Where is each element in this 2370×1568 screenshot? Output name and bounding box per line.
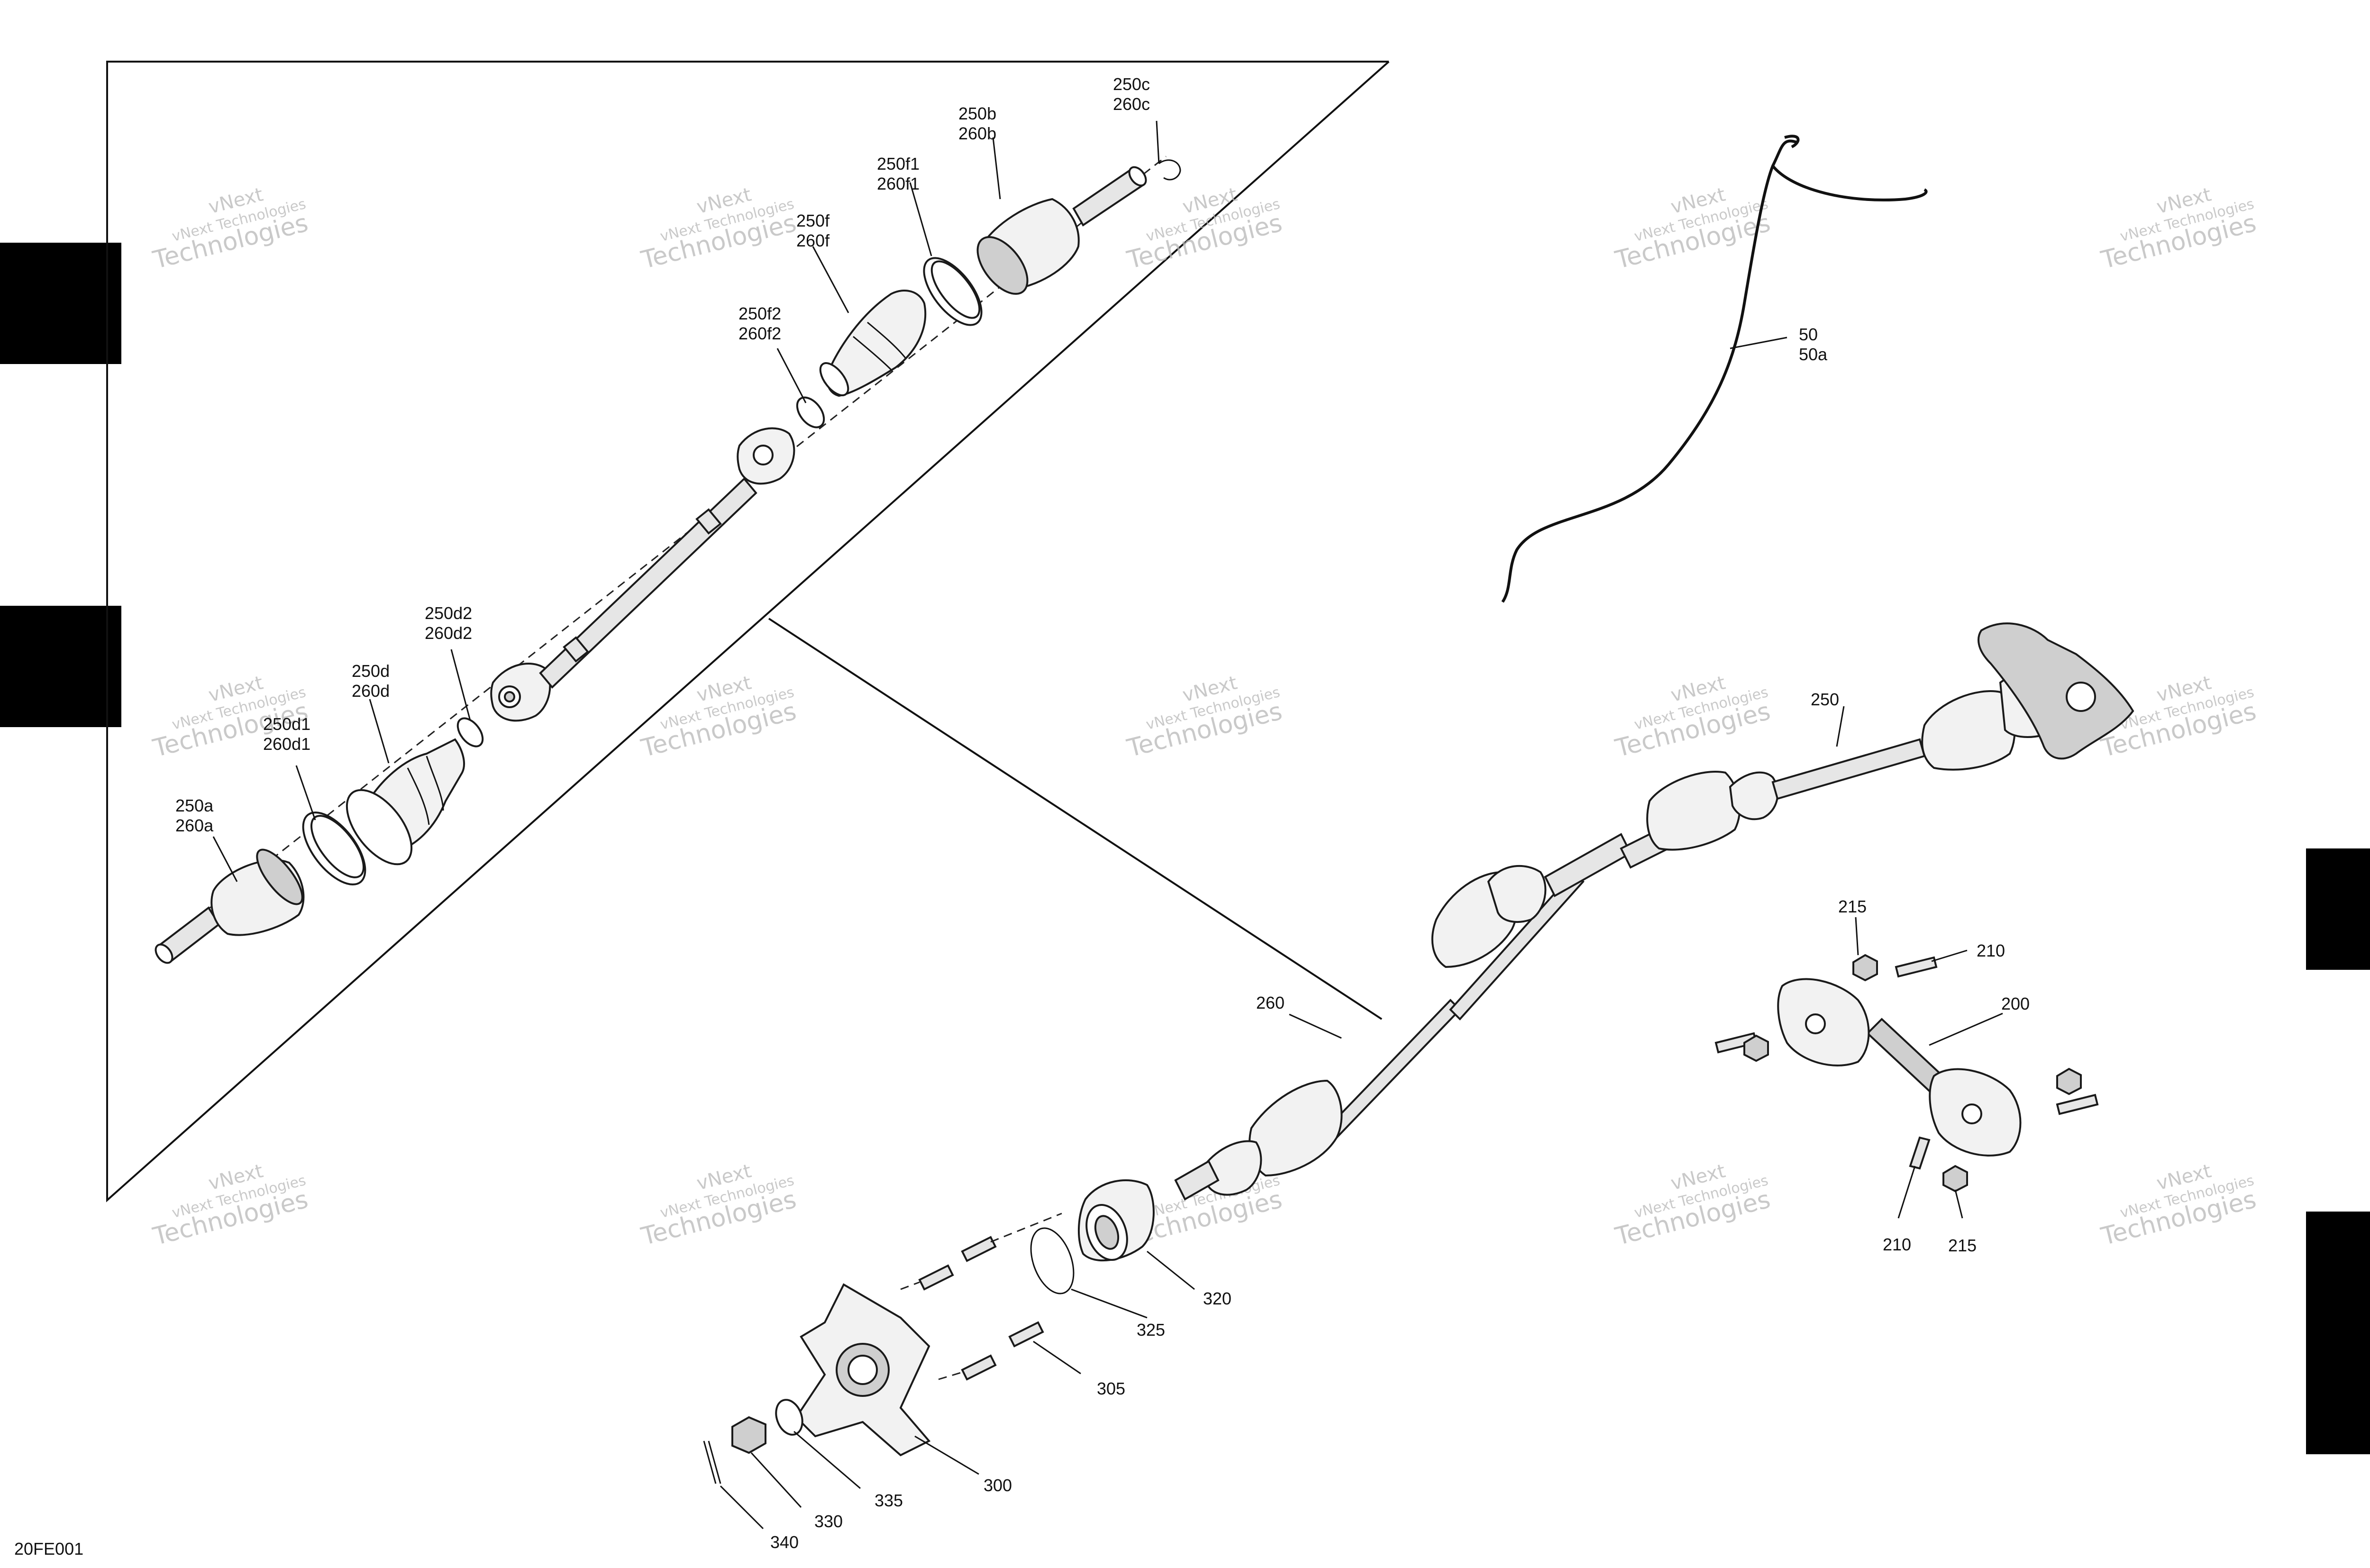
callout-215-bottom: 215	[1948, 1236, 1977, 1255]
callout-260: 260	[1256, 993, 1285, 1012]
diagram-code: 20FE001	[14, 1539, 83, 1559]
part-250a-inner-joint	[155, 848, 305, 964]
part-305-stud	[961, 1354, 997, 1381]
callout-260f2: 260f2	[738, 324, 781, 343]
part-outer-cage	[737, 427, 795, 485]
callout-250a: 250a	[175, 796, 214, 815]
part-250c-circlip	[1158, 159, 1181, 181]
part-upper-hub	[1978, 622, 2134, 760]
part-250f2-clamp	[796, 396, 825, 428]
part-250f-boot	[819, 289, 927, 397]
right-tab-bottom	[2306, 1212, 2370, 1454]
callout-260d: 260d	[352, 681, 390, 701]
callout-250f: 250f	[796, 211, 830, 230]
callout-335: 335	[875, 1491, 903, 1510]
part-215-nut	[1743, 1034, 1769, 1062]
callout-250f1: 250f1	[877, 154, 920, 173]
callout-250c: 250c	[1113, 74, 1150, 94]
callout-250d1: 250d1	[263, 714, 310, 734]
callout-320: 320	[1203, 1289, 1231, 1308]
callout-250d2: 250d2	[425, 603, 472, 623]
part-215-nut	[1942, 1165, 1968, 1193]
part-250d-boot	[346, 738, 465, 866]
part-215-nut	[1852, 954, 1878, 982]
part-335-washer	[775, 1399, 803, 1436]
callout-260d1: 260d1	[263, 734, 310, 754]
callout-250: 250	[1811, 690, 1839, 709]
part-330-nut	[731, 1416, 766, 1454]
callout-260c: 260c	[1113, 94, 1150, 114]
callout-260a: 260a	[175, 816, 214, 835]
callout-325: 325	[1137, 1320, 1165, 1340]
left-tab-bottom	[0, 606, 121, 727]
callout-250b: 250b	[958, 104, 996, 123]
part-210-bolt	[1895, 956, 1938, 978]
callout-210-bottom: 210	[1883, 1235, 1911, 1254]
exploded-cv-axle	[155, 155, 1181, 964]
callout-330: 330	[814, 1512, 843, 1531]
callout-250d: 250d	[352, 661, 390, 681]
steering-shaft-group	[1714, 954, 2099, 1193]
part-325-snap-ring	[1030, 1227, 1075, 1295]
callout-50: 50	[1799, 325, 1818, 344]
part-50-line	[1501, 135, 1928, 603]
callout-300: 300	[984, 1476, 1012, 1495]
callout-200: 200	[2001, 994, 2030, 1013]
part-305-stud	[918, 1264, 954, 1291]
part-axle-shaft	[539, 477, 757, 689]
left-tab-top	[0, 243, 121, 364]
assembled-drive-shafts	[1174, 622, 2134, 1201]
detail-frame	[106, 61, 1390, 1203]
right-tab-top	[2306, 848, 2370, 970]
callout-210-top: 210	[1977, 941, 2005, 960]
callout-305: 305	[1097, 1379, 1125, 1398]
callout-250f2: 250f2	[738, 304, 781, 323]
callout-labels: 250c 260c 250b 260b 250f1 260f1 250f 260…	[175, 74, 2030, 1552]
part-340-cotter-pin	[703, 1440, 721, 1484]
callout-260f: 260f	[796, 231, 830, 250]
callout-215-top: 215	[1838, 897, 1867, 916]
part-250b-outer-joint	[976, 166, 1147, 295]
detail-leader-line	[768, 618, 1383, 1020]
part-305-stud	[961, 1236, 997, 1262]
callout-340: 340	[770, 1532, 799, 1552]
part-215-nut	[2056, 1067, 2082, 1095]
callout-260d2: 260d2	[425, 623, 472, 643]
part-250d2-clamp	[456, 717, 484, 748]
callout-leaders	[212, 120, 2003, 1530]
callout-260b: 260b	[958, 124, 996, 143]
callout-260f1: 260f1	[877, 174, 920, 193]
part-305-stud	[1008, 1321, 1044, 1348]
part-210-bolt	[1909, 1136, 1931, 1170]
lower-hub-group	[703, 1179, 1155, 1484]
part-inner-cage	[490, 663, 551, 722]
part-210-bolt	[2056, 1094, 2099, 1115]
callout-50a: 50a	[1799, 345, 1828, 364]
